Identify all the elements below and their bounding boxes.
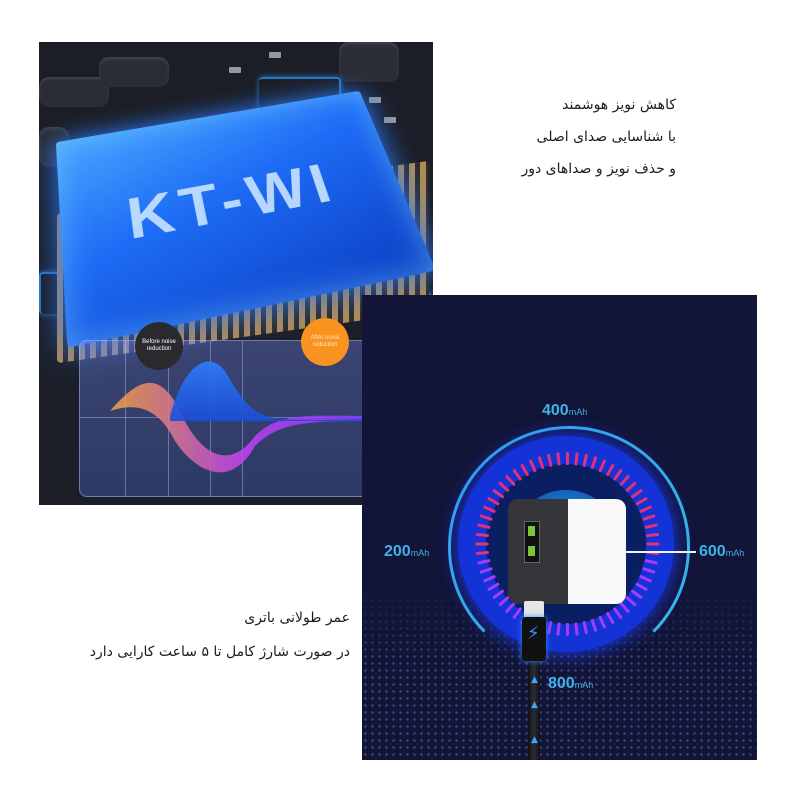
gauge-tick: [646, 542, 660, 546]
pcb-trace: [39, 272, 71, 314]
before-label: Before noise reduction: [142, 339, 176, 352]
pcb-smd: [384, 117, 396, 123]
after-noise-reduction-badge: After noise reduction: [301, 318, 349, 366]
chip-product-image: KT-WI Before noise reduction After noise…: [39, 42, 433, 505]
noise-chart: [79, 340, 406, 497]
before-noise-reduction-badge: Before noise reduction: [135, 322, 183, 370]
gauge-label-400: 400mAh: [542, 402, 588, 419]
gauge-tick: [566, 452, 569, 465]
battery-title: عمر طولانی باتری: [244, 610, 350, 626]
pcb-component: [339, 42, 399, 82]
noise-title: کاهش نویز هوشمند: [562, 97, 676, 113]
gauge-label-800: 800mAh: [548, 675, 594, 692]
battery-life-description: عمر طولانی باتری در صورت شارژ کامل تا ۵ …: [90, 601, 350, 669]
charger-battery-indicator: [524, 521, 540, 563]
noise-waveform: [110, 361, 380, 473]
noise-line-1: با شناسایی صدای اصلی: [536, 129, 676, 145]
after-label: After noise reduction: [310, 335, 340, 348]
pcb-smd: [269, 52, 281, 58]
charger-face: [508, 499, 568, 604]
arrow-up-icon: ▲: [531, 675, 538, 685]
gauge-outer-arc: [448, 426, 690, 668]
pcb-component: [99, 57, 169, 87]
noise-reduction-description: کاهش نویز هوشمند با شناسایی صدای اصلی و …: [521, 89, 676, 185]
charger-device: [508, 499, 626, 604]
noise-line-2: و حذف نویز و صداهای دور: [521, 161, 676, 177]
arrow-up-icon: ▲: [531, 735, 538, 745]
pcb-component: [39, 77, 109, 107]
lightning-bolt-icon: ⚡: [527, 623, 540, 644]
gauge-label-200: 200mAh: [384, 543, 430, 560]
usb-c-plug: [524, 601, 544, 621]
battery-product-image: ⚡ ▲ ▲ ▲ 200mAh 400mAh 600mAh 800mAh: [362, 295, 757, 760]
pcb-smd: [369, 97, 381, 103]
label-connector: [626, 551, 696, 553]
arrow-up-icon: ▲: [531, 700, 538, 710]
battery-line-1: در صورت شارژ کامل تا ۵ ساعت کارایی دارد: [89, 644, 350, 660]
grid-line: [125, 341, 126, 496]
cable-boot: ⚡: [522, 617, 546, 661]
chip-label: KT-WI: [123, 151, 345, 253]
gauge-tick: [566, 623, 569, 636]
gauge-tick: [475, 542, 489, 546]
pcb-smd: [229, 67, 241, 73]
gauge-label-600: 600mAh: [699, 543, 745, 560]
charger-side: [568, 499, 626, 604]
